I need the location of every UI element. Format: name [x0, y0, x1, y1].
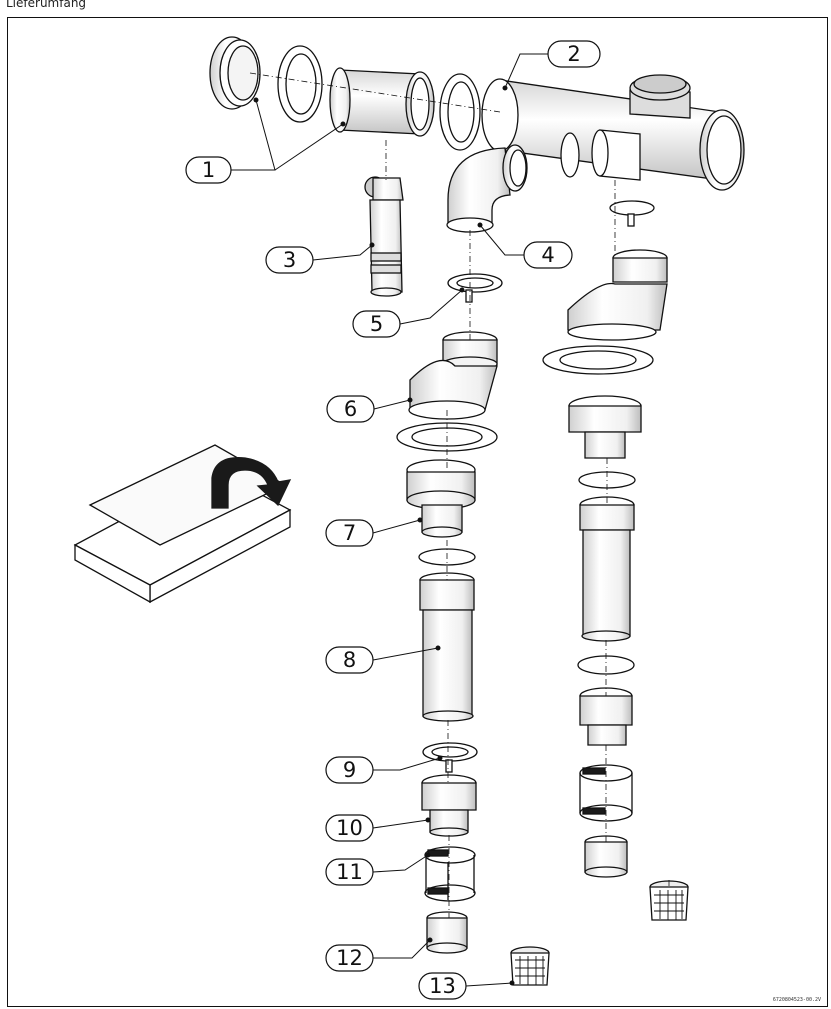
part-6-offset-reducer: [408, 331, 498, 420]
part-4-elbow-87: [446, 144, 528, 233]
part-5-gasket-ring: [447, 273, 503, 303]
right-assembly-stack: [542, 200, 689, 921]
callout-bubble-4: [523, 241, 573, 269]
callout-label-7: 7: [343, 521, 356, 545]
callout-label-3: 3: [283, 248, 296, 272]
callout-bubble-3: [265, 246, 314, 274]
callout-bubble-12: [325, 944, 374, 972]
callout-bubble-5: [352, 310, 401, 338]
callout-label-10: 10: [336, 816, 363, 840]
callout-label-9: 9: [343, 758, 356, 782]
callout-bubble-8: [325, 646, 374, 674]
part-10-adapter: [421, 774, 477, 837]
callout-label-11: 11: [336, 860, 363, 884]
callout-label-12: 12: [336, 946, 363, 970]
callout-label-2: 2: [567, 42, 580, 66]
callout-label-6: 6: [344, 397, 357, 421]
callout-bubble-2: [547, 40, 601, 68]
part-11-clamp: [424, 846, 476, 902]
callout-bubble-9: [325, 756, 374, 784]
part-13-grille-cap: [510, 946, 550, 986]
part-2-tee-piece: [481, 74, 745, 191]
part-3-test-sleeve: [364, 176, 404, 297]
callout-bubble-10: [325, 814, 374, 842]
callout-bubble-6: [326, 395, 375, 423]
callout-bubble-13: [418, 972, 467, 1000]
callout-label-4: 4: [541, 243, 554, 267]
callout-bubble-11: [325, 858, 374, 886]
callout-label-8: 8: [343, 648, 356, 672]
callout-label-5: 5: [370, 312, 383, 336]
callout-bubble-7: [325, 519, 374, 547]
part-1-coupling-set: [209, 36, 481, 151]
part-9-gasket-ring: [422, 742, 478, 773]
callout-labels: 1 2 3 4 5 6 7 8 9 10 11 12 13: [202, 42, 581, 998]
callout-bubbles: [185, 40, 601, 1000]
page-title: Lieferumfang: [6, 0, 87, 10]
leader-lines: [231, 53, 548, 987]
axis-lines: [249, 72, 670, 918]
figure-reference-code: 6720804523-00.2V: [772, 997, 821, 1003]
callout-bubble-1: [185, 156, 232, 184]
part-12-end-piece: [426, 911, 468, 954]
rotate-arrow-icon: [211, 457, 292, 509]
callout-label-1: 1: [202, 158, 215, 182]
part-8-pipe-section: [418, 548, 476, 722]
figure-frame: [7, 17, 828, 1007]
callout-label-13: 13: [429, 974, 456, 998]
